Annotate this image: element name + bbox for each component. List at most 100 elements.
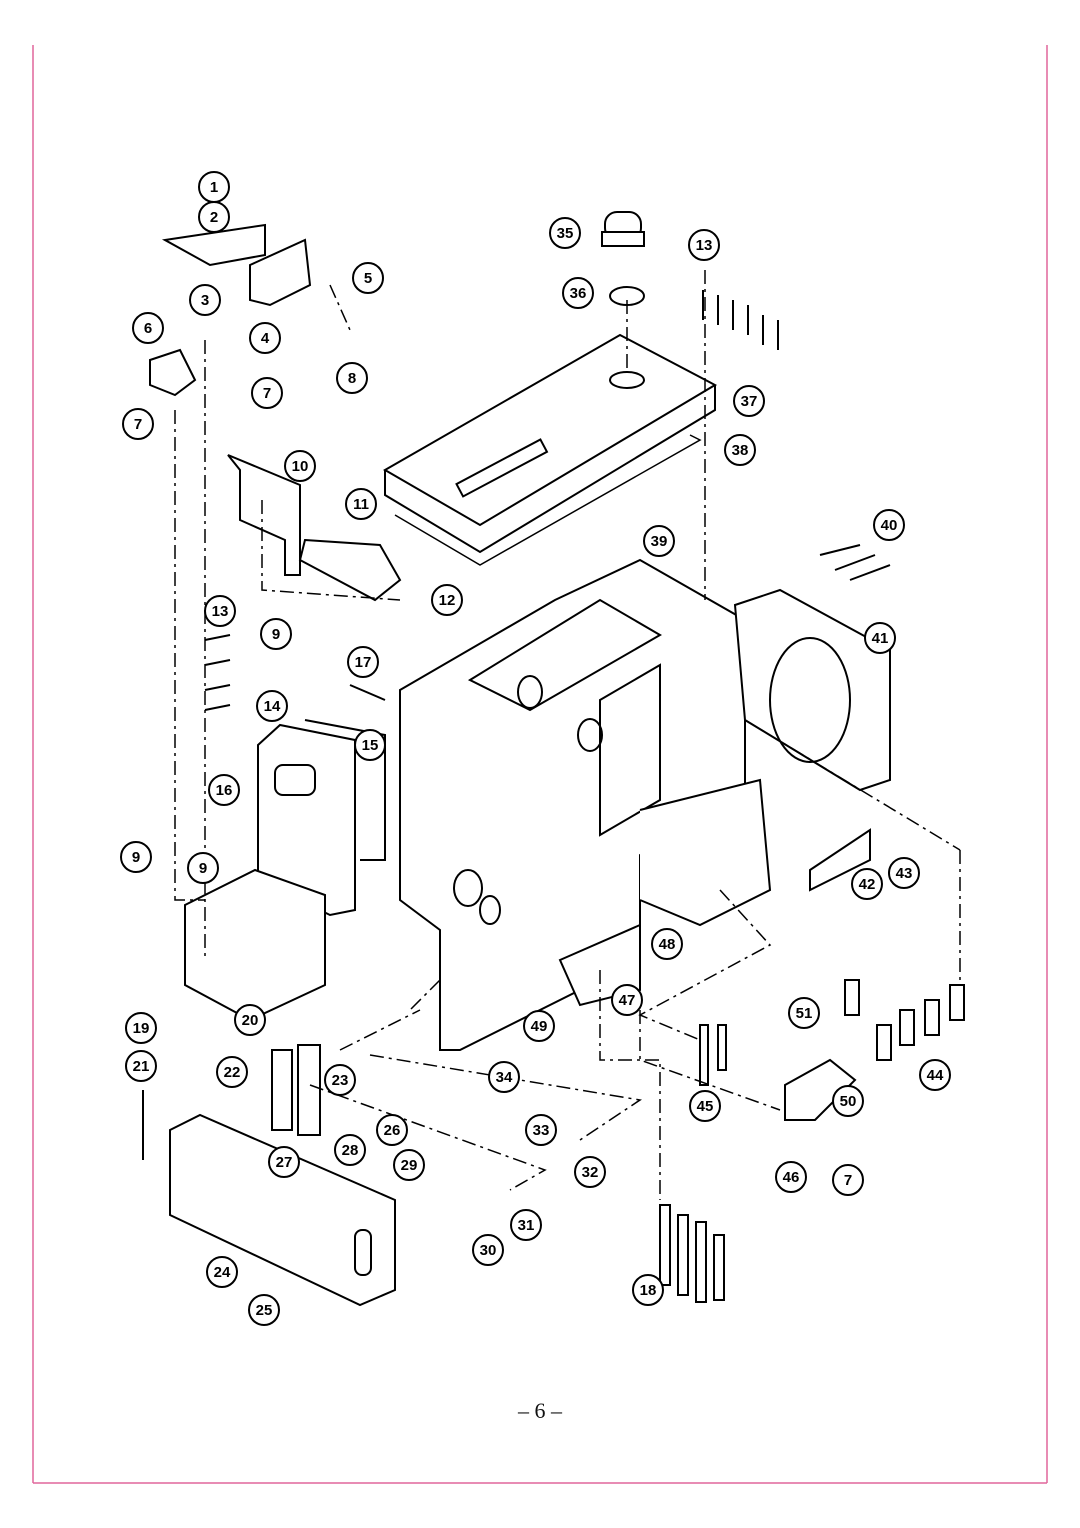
callout-number: 20 <box>242 1012 259 1029</box>
callout-circle <box>393 1149 425 1181</box>
callout-3: 3 <box>189 284 221 316</box>
callout-number: 40 <box>881 517 898 534</box>
callout-number: 43 <box>896 865 913 882</box>
callout-circle <box>284 450 316 482</box>
callout-41: 41 <box>864 622 896 654</box>
callout-number: 6 <box>144 320 152 337</box>
callout-1: 1 <box>198 171 230 203</box>
callout-number: 5 <box>364 270 372 287</box>
callout-12: 12 <box>431 584 463 616</box>
callout-circle <box>510 1209 542 1241</box>
callout-25: 25 <box>248 1294 280 1326</box>
callout-circle <box>472 1234 504 1266</box>
page-border <box>32 45 1048 1484</box>
callout-number: 38 <box>732 442 749 459</box>
callout-circle <box>873 509 905 541</box>
callout-circle <box>919 1059 951 1091</box>
callout-circle <box>574 1156 606 1188</box>
callout-45: 45 <box>689 1090 721 1122</box>
callout-number: 34 <box>496 1069 513 1086</box>
callout-22: 22 <box>216 1056 248 1088</box>
callout-circle <box>208 774 240 806</box>
callout-number: 10 <box>292 458 309 475</box>
callout-2: 2 <box>198 201 230 233</box>
callout-number: 44 <box>927 1067 944 1084</box>
callout-circle <box>354 729 386 761</box>
callout-number: 8 <box>348 370 356 387</box>
callout-33: 33 <box>525 1114 557 1146</box>
callout-number: 45 <box>697 1098 714 1115</box>
callout-number: 50 <box>840 1093 857 1110</box>
callout-number: 13 <box>696 237 713 254</box>
callout-9: 9 <box>260 618 292 650</box>
callout-circle <box>733 385 765 417</box>
callout-number: 13 <box>212 603 229 620</box>
callout-49: 49 <box>523 1010 555 1042</box>
callout-circle <box>724 434 756 466</box>
callout-18: 18 <box>632 1274 664 1306</box>
callout-number: 32 <box>582 1164 599 1181</box>
callout-20: 20 <box>234 1004 266 1036</box>
callout-51: 51 <box>788 997 820 1029</box>
callout-circle <box>632 1274 664 1306</box>
callout-7: 7 <box>122 408 154 440</box>
callout-43: 43 <box>888 857 920 889</box>
callout-circle <box>234 1004 266 1036</box>
callout-number: 7 <box>134 416 142 433</box>
callout-circle <box>251 377 283 409</box>
callout-42: 42 <box>851 868 883 900</box>
callout-number: 36 <box>570 285 587 302</box>
callout-number: 7 <box>263 385 271 402</box>
callout-circle <box>488 1061 520 1093</box>
callout-47: 47 <box>611 984 643 1016</box>
callout-circle <box>345 488 377 520</box>
callout-50: 50 <box>832 1085 864 1117</box>
callout-number: 24 <box>214 1264 231 1281</box>
callout-39: 39 <box>643 525 675 557</box>
callout-circle <box>324 1064 356 1096</box>
callout-number: 41 <box>872 630 889 647</box>
callout-44: 44 <box>919 1059 951 1091</box>
callout-number: 33 <box>533 1122 550 1139</box>
callout-7: 7 <box>832 1164 864 1196</box>
callout-circle <box>643 525 675 557</box>
callout-circle <box>651 928 683 960</box>
callout-circle <box>611 984 643 1016</box>
callout-number: 37 <box>741 393 758 410</box>
callout-number: 19 <box>133 1020 150 1037</box>
callout-28: 28 <box>334 1134 366 1166</box>
callout-number: 17 <box>355 654 372 671</box>
callout-number: 39 <box>651 533 668 550</box>
callout-circle <box>376 1114 408 1146</box>
callout-number: 12 <box>439 592 456 609</box>
callout-circle <box>260 618 292 650</box>
callout-circle <box>832 1164 864 1196</box>
callout-circle <box>187 852 219 884</box>
callout-16: 16 <box>208 774 240 806</box>
callout-10: 10 <box>284 450 316 482</box>
callout-9: 9 <box>120 841 152 873</box>
callout-21: 21 <box>125 1050 157 1082</box>
callout-circle <box>347 646 379 678</box>
callout-31: 31 <box>510 1209 542 1241</box>
callout-circle <box>775 1161 807 1193</box>
callout-circle <box>206 1256 238 1288</box>
callout-40: 40 <box>873 509 905 541</box>
callout-11: 11 <box>345 488 377 520</box>
callout-number: 14 <box>264 698 281 715</box>
callout-15: 15 <box>354 729 386 761</box>
callout-number: 31 <box>518 1217 535 1234</box>
callout-number: 9 <box>199 860 207 877</box>
callout-13: 13 <box>204 595 236 627</box>
callout-circle <box>431 584 463 616</box>
callout-circle <box>125 1050 157 1082</box>
callout-circle <box>132 312 164 344</box>
parts-drawing <box>142 211 965 1307</box>
callout-number: 23 <box>332 1072 349 1089</box>
callout-number: 15 <box>362 737 379 754</box>
callout-number: 35 <box>557 225 574 242</box>
callout-8: 8 <box>336 362 368 394</box>
callout-number: 1 <box>210 179 218 196</box>
